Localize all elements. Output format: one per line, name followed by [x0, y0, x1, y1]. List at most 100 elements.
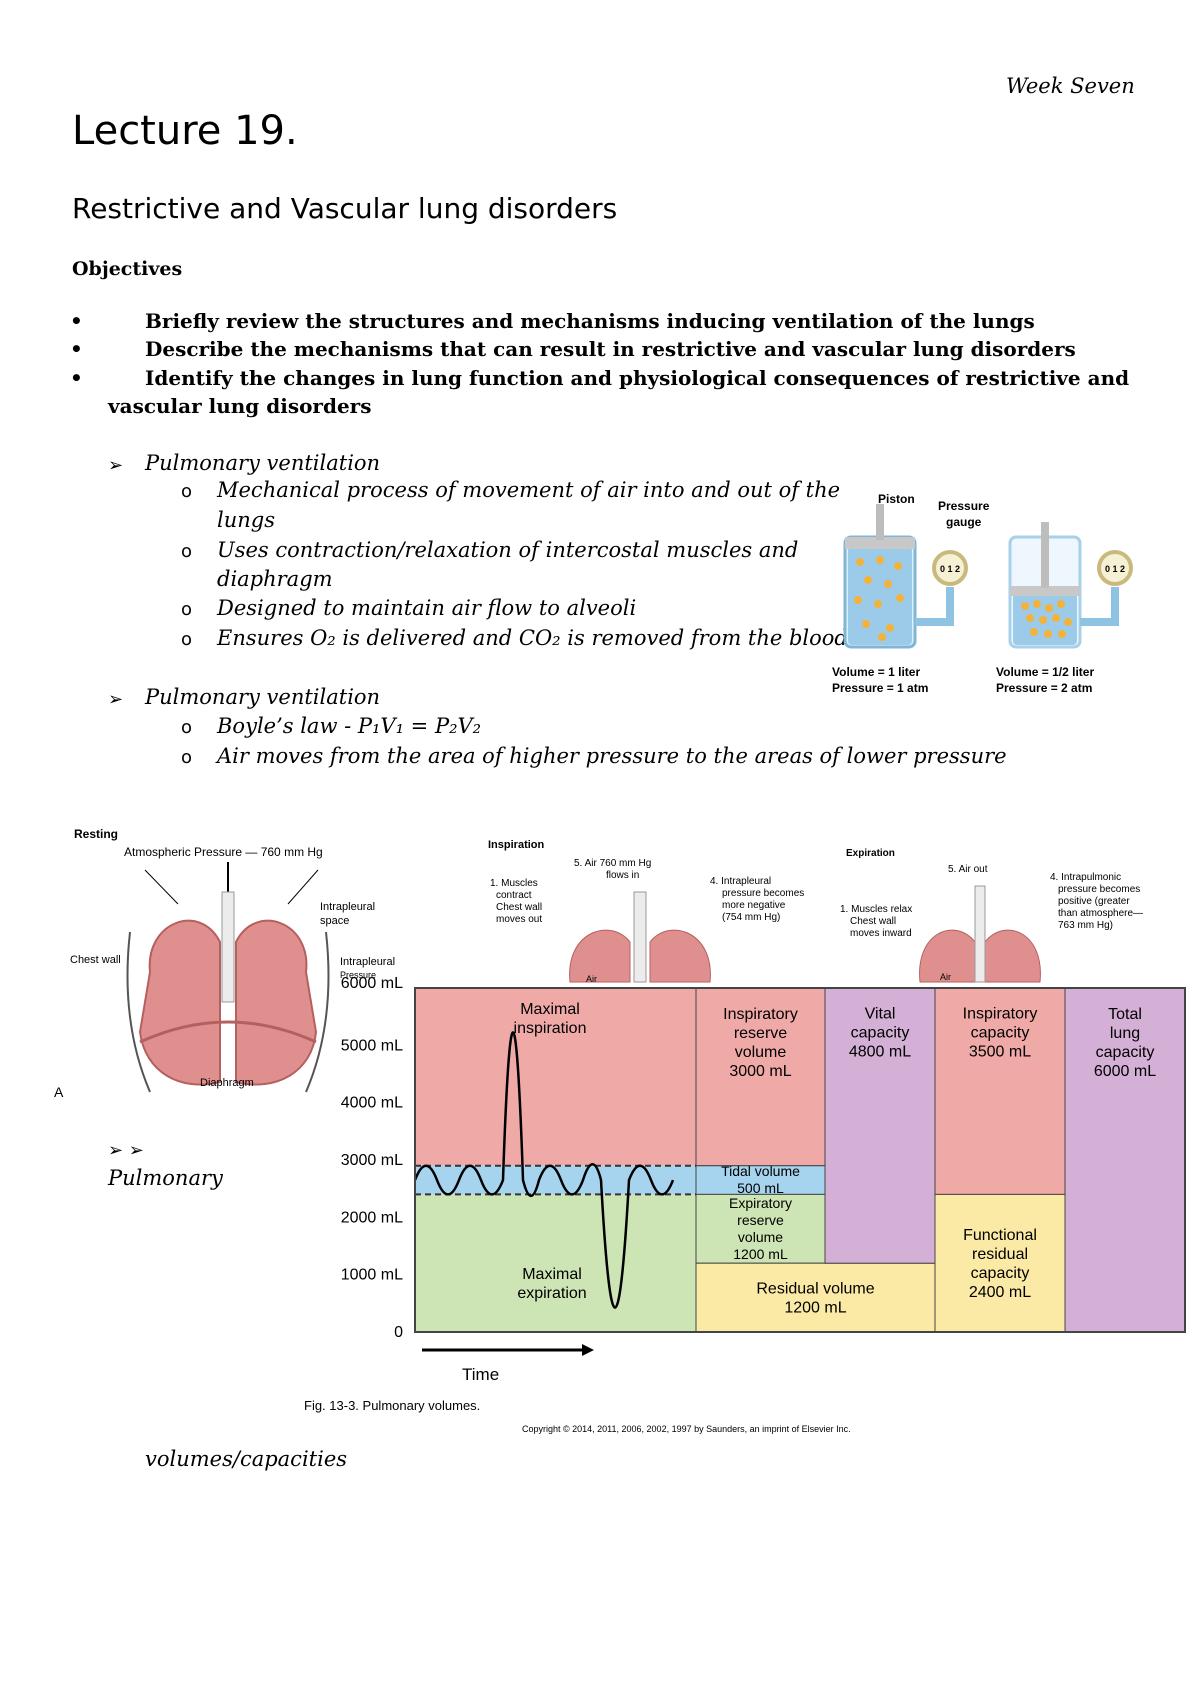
intrapleural-space-label: Intrapleural [320, 901, 375, 913]
circle-bullet-icon: o [181, 747, 193, 768]
objective-item: Identify the changes in lung function an… [145, 366, 1130, 390]
objective-item: vascular lung disorders [108, 394, 372, 418]
insp-muscles-label: moves out [496, 914, 542, 925]
exp-muscles-label: 1. Muscles relax [840, 904, 912, 915]
list-item: Boyle’s law - P₁V₁ = P₂V₂ [217, 714, 482, 738]
y-tick-label: 6000 mL [341, 976, 403, 992]
circle-bullet-icon: o [181, 541, 193, 562]
molecules-left [854, 556, 904, 641]
label-irv: Inspiratory [723, 1006, 798, 1023]
region-maximal-expiration [415, 1194, 696, 1332]
insp-air-small: Air [586, 974, 597, 984]
label-residual: 1200 mL [784, 1299, 846, 1316]
lung-figure: Resting Atmospheric Pressure — 760 mm Hg… [54, 827, 1143, 1100]
label-tlc: 6000 mL [1094, 1063, 1156, 1080]
gauge-label-2: gauge [946, 515, 982, 529]
label-inspiratory-capacity: Inspiratory [963, 1005, 1038, 1022]
label-residual: Residual volume [756, 1280, 874, 1297]
exp-trachea [974, 885, 986, 983]
region-vital-capacity [824, 987, 936, 1264]
trachea [221, 891, 235, 1003]
exp-right-lung [984, 929, 1041, 983]
time-label: Time [462, 1365, 499, 1384]
piston-rod-left [876, 504, 884, 540]
insp-air-label: 5. Air 760 mm Hg [574, 858, 651, 869]
resting-label: Resting [74, 827, 118, 841]
list-item: Designed to maintain air flow to alveoli [217, 596, 637, 620]
label-tidal: Tidal volume [721, 1163, 800, 1179]
label-tlc: capacity [1096, 1044, 1155, 1061]
page-title: Lecture 19. [72, 108, 298, 154]
objectives-heading: Objectives [72, 258, 183, 280]
label-tlc: lung [1110, 1025, 1140, 1042]
region-frc [934, 1193, 1066, 1333]
exp-muscles-label: moves inward [850, 928, 912, 939]
region-maximal-inspiration [415, 988, 696, 1166]
region-irv [695, 987, 826, 1167]
exp-intra-label: 4. Intrapulmonic [1050, 872, 1121, 883]
y-tick-label: 5000 mL [341, 1037, 403, 1054]
header-week: Week Seven [1006, 74, 1135, 98]
tube-right [1080, 587, 1119, 626]
page-subtitle: Restrictive and Vascular lung disorders [72, 192, 618, 225]
footer-pulmonary: Pulmonary [108, 1166, 223, 1190]
footer-arrows: ➢ ➢ [108, 1140, 144, 1161]
chest-wall-shape [305, 931, 330, 1093]
tube-left [915, 587, 954, 626]
section-heading: Pulmonary ventilation [145, 451, 381, 475]
label-irv: volume [735, 1044, 787, 1061]
piston-label: Piston [878, 492, 915, 506]
label-tlc: Total [1108, 1006, 1142, 1023]
y-tick-label: 2000 mL [341, 1209, 403, 1226]
y-tick-label: 3000 mL [341, 1152, 403, 1169]
inspiration-label: Inspiration [488, 839, 545, 851]
piston-right [1010, 586, 1080, 596]
right-pressure: Pressure = 2 atm [996, 681, 1092, 695]
insp-air-label: flows in [606, 870, 639, 881]
region-labels: MaximalinspirationMaximalexpirationInspi… [514, 1001, 1157, 1317]
label-frc: 2400 mL [969, 1284, 1031, 1301]
y-tick-label: 1000 mL [341, 1267, 403, 1284]
footer-volumes: volumes/capacities [145, 1447, 348, 1471]
atm-label: Atmospheric Pressure — 760 mm Hg [124, 845, 323, 859]
figure-caption: Fig. 13-3. Pulmonary volumes. [304, 1398, 480, 1413]
time-arrowhead-icon [582, 1344, 594, 1356]
insp-trachea [633, 891, 647, 983]
circle-bullet-icon: o [181, 717, 193, 738]
insp-muscles-label: contract [496, 890, 532, 901]
boyle-law-figure: 0 1 2 Piston Pressure gauge Volume = 1 l… [832, 492, 1133, 695]
gauge-label-1: Pressure [938, 499, 990, 513]
insp-right-lung [649, 929, 711, 983]
label-erv: volume [738, 1229, 783, 1245]
label-maximal-expiration: Maximal [522, 1266, 582, 1283]
insp-left-lung [569, 929, 631, 983]
exp-air-small: Air [940, 972, 951, 982]
label-vital-capacity: capacity [851, 1024, 910, 1041]
piston-rod-right [1041, 522, 1049, 588]
label-inspiratory-capacity: 3500 mL [969, 1043, 1031, 1060]
objective-item: Describe the mechanisms that can result … [145, 337, 1076, 361]
insp-muscles-label: Chest wall [496, 902, 542, 913]
objective-item: Briefly review the structures and mechan… [145, 309, 1035, 333]
arrow-bullet-icon: ➢ [108, 689, 124, 710]
chart-frame [414, 987, 1186, 1333]
list-item: diaphragm [217, 567, 333, 591]
chest-wall-shape [126, 931, 151, 1093]
exp-intra-label: than atmosphere— [1058, 908, 1143, 919]
insp-intra-label: (754 mm Hg) [722, 912, 780, 923]
exp-intra-label: positive (greater [1058, 896, 1130, 907]
chest-wall-label: Chest wall [70, 954, 121, 966]
exp-intra-label: 763 mm Hg) [1058, 920, 1113, 931]
diaphragm-label: Diaphragm [200, 1077, 254, 1089]
left-lung [138, 919, 221, 1086]
label-frc: Functional [963, 1227, 1037, 1244]
list-item: Air moves from the area of higher pressu… [217, 744, 1007, 768]
label-tidal: 500 mL [737, 1180, 784, 1196]
label-inspiratory-capacity: capacity [971, 1024, 1030, 1041]
label-maximal-expiration: expiration [517, 1285, 586, 1302]
circle-bullet-icon: o [181, 599, 193, 620]
diaphragm-shape [139, 1020, 317, 1044]
label-frc: residual [972, 1246, 1028, 1263]
